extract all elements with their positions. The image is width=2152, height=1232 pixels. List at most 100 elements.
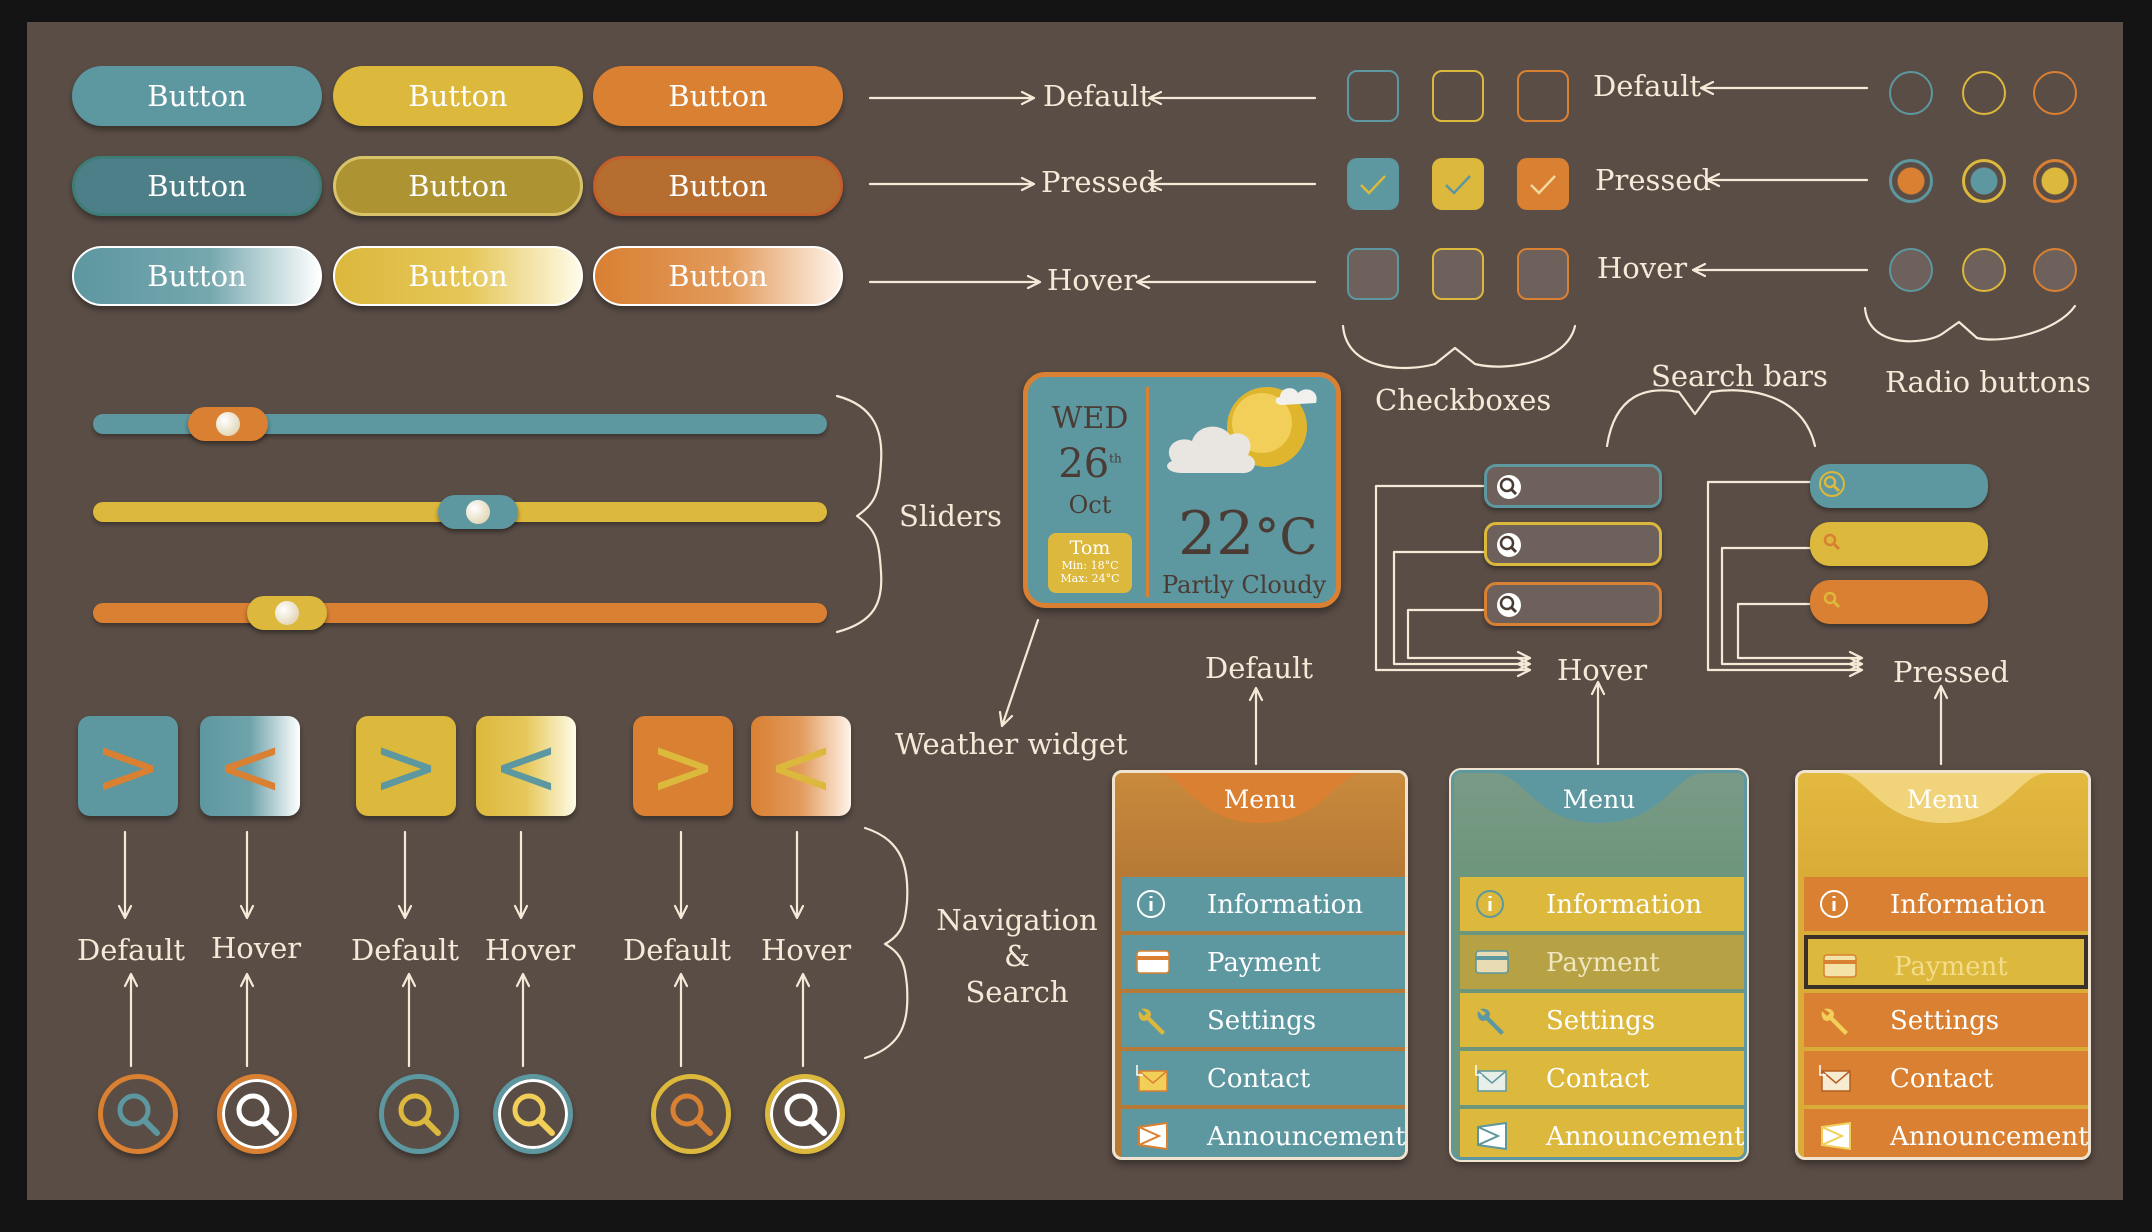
nav-next-yellow-default[interactable]: > [356,716,456,816]
label-nav-teal-default: Default [77,933,186,967]
label-navigation-search: Navigation & Search [936,903,1098,1009]
menu-item-settings[interactable]: Settings [1121,993,1405,1047]
radio-orange-hover[interactable] [2033,248,2077,292]
button-orange-hover[interactable]: Button [593,246,843,306]
label-radio-hover: Hover [1597,251,1688,285]
label-menu-default: Default [1205,651,1314,685]
weather-month: Oct [1068,491,1112,519]
nav-next-orange-default[interactable]: > [633,716,733,816]
button-yellow-hover[interactable]: Button [333,246,583,306]
checkbox-yellow-default[interactable] [1432,70,1484,122]
info-icon [1137,890,1165,918]
search-bar-hover-1[interactable] [1484,464,1662,508]
menu-item-announcements[interactable]: Announcements [1121,1109,1405,1157]
search-icon [398,1093,441,1136]
card-icon [1136,950,1170,974]
mail-icon [1475,1065,1507,1092]
menu-item-payment[interactable]: Payment [1804,935,2088,989]
radio-teal-default[interactable] [1889,71,1933,115]
search-button-teal-default[interactable] [98,1074,178,1154]
search-icon [784,1093,827,1136]
slider-orange[interactable] [93,596,827,630]
button-orange-default[interactable]: Button [593,66,843,126]
search-bar-hover-2[interactable] [1484,522,1662,566]
search-button-orange-default[interactable] [651,1074,731,1154]
weather-temperature: 22°C [1178,499,1318,569]
menu-item-settings[interactable]: Settings [1804,993,2088,1047]
radio-yellow-pressed[interactable] [1962,159,2006,203]
search-icon [1497,593,1521,617]
button-teal-hover[interactable]: Button [72,246,322,306]
menu-item-information[interactable]: Information [1804,877,2088,931]
radio-yellow-default[interactable] [1962,71,2006,115]
menu-item-information[interactable]: Information [1121,877,1405,931]
radio-orange-default[interactable] [2033,71,2077,115]
button-teal-pressed[interactable]: Button [72,156,322,216]
menu-item-contact[interactable]: Contact [1804,1051,2088,1105]
search-icon [1497,475,1521,499]
weather-tomorrow-card[interactable]: Tom Min: 18°C Max: 24°C [1048,533,1132,593]
radio-teal-pressed[interactable] [1889,159,1933,203]
button-teal-default[interactable]: Button [72,66,322,126]
checkbox-teal-hover[interactable] [1347,248,1399,300]
menu-item-contact[interactable]: Contact [1121,1051,1405,1105]
nav-prev-orange-hover[interactable]: < [751,716,851,816]
menu-item-settings[interactable]: Settings [1460,993,1744,1047]
weather-day: WED [1051,401,1129,436]
checkbox-orange-hover[interactable] [1517,248,1569,300]
menu-item-announcements[interactable]: Announcements [1804,1109,2088,1157]
search-bar-pressed-3[interactable] [1810,580,1988,624]
annotation-lines [117,80,2077,1068]
menu-tab-curve [1838,773,2048,823]
search-icon [1819,471,1845,497]
slider-yellow-knob[interactable] [438,495,518,529]
weather-widget[interactable]: WED 26th Oct Tom Min: 18°C Max: 24°C 22°… [1023,372,1341,608]
search-button-orange-hover[interactable] [765,1074,845,1154]
search-icon [1823,591,1841,609]
menu-hover[interactable]: Menu Information Payment Settings Contac… [1451,770,1747,1160]
search-bar-pressed-2[interactable] [1810,522,1988,566]
radio-yellow-hover[interactable] [1962,248,2006,292]
menu-pressed[interactable]: Menu Information Payment Settings Contac… [1795,770,2091,1160]
menu-default[interactable]: Menu Information Payment Settings Contac… [1112,770,1408,1160]
radio-orange-pressed[interactable] [2033,159,2077,203]
search-bar-pressed-1[interactable] [1810,464,1988,508]
checkbox-yellow-hover[interactable] [1432,248,1484,300]
menu-item-information[interactable]: Information [1460,877,1744,931]
menu-tab-curve [1494,773,1704,823]
checkbox-orange-default[interactable] [1517,70,1569,122]
search-button-yellow-default[interactable] [379,1074,459,1154]
slider-yellow[interactable] [93,495,827,529]
megaphone-icon [1821,1121,1851,1151]
ui-kit-board: Button Button Button Button Button Butto… [27,22,2123,1200]
search-bar-hover-3[interactable] [1484,582,1662,626]
button-yellow-pressed[interactable]: Button [333,156,583,216]
mail-icon [1136,1065,1168,1092]
search-button-yellow-hover[interactable] [493,1074,573,1154]
search-button-teal-hover[interactable] [217,1074,297,1154]
menu-item-announcements[interactable]: Announcements [1460,1109,1744,1157]
label-radio-pressed: Pressed [1595,163,1712,197]
search-icon [670,1093,713,1136]
checkbox-teal-pressed[interactable] [1347,158,1399,210]
check-icon [1530,175,1556,195]
label-buttons-default: Default [1043,79,1152,113]
slider-teal[interactable] [93,407,827,441]
slider-orange-knob[interactable] [247,596,327,630]
checkbox-yellow-pressed[interactable] [1432,158,1484,210]
checkbox-teal-default[interactable] [1347,70,1399,122]
button-yellow-default[interactable]: Button [333,66,583,126]
menu-item-contact[interactable]: Contact [1460,1051,1744,1105]
weather-date: 26th [1058,441,1122,487]
menu-item-payment[interactable]: Payment [1460,935,1744,989]
nav-next-teal-default[interactable]: > [78,716,178,816]
button-orange-pressed[interactable]: Button [593,156,843,216]
search-icon [512,1093,555,1136]
nav-prev-yellow-hover[interactable]: < [476,716,576,816]
checkbox-orange-pressed[interactable] [1517,158,1569,210]
slider-teal-knob[interactable] [188,407,268,441]
label-radio-buttons: Radio buttons [1885,365,2091,399]
nav-prev-teal-hover[interactable]: < [200,716,300,816]
radio-teal-hover[interactable] [1889,248,1933,292]
menu-item-payment[interactable]: Payment [1121,935,1405,989]
